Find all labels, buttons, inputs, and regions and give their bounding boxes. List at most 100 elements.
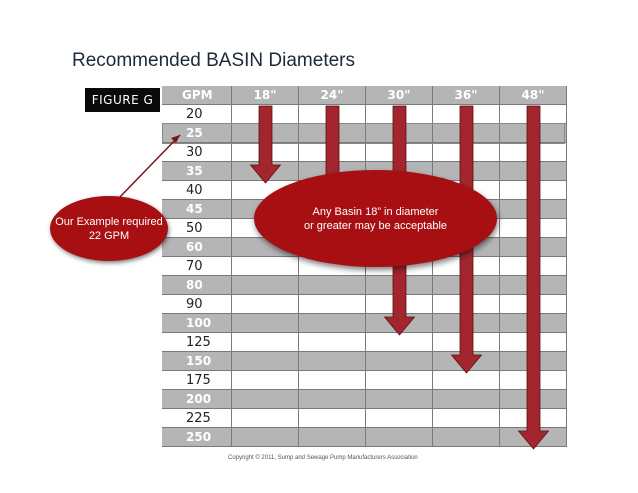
gpm-cell: 250 [162,428,232,447]
diameter-cell [500,257,567,276]
diameter-cell [366,428,433,447]
diameter-cell [366,276,433,295]
header-diameter: 18" [232,86,299,105]
gpm-cell: 20 [162,105,232,124]
diameter-cell [433,390,500,409]
diameter-cell [433,333,500,352]
diameter-cell [433,295,500,314]
diameter-cell [433,352,500,371]
diameter-cell [500,352,567,371]
diameter-cell [232,143,299,162]
gpm-cell: 50 [162,219,232,238]
diameter-cell [500,314,567,333]
diameter-cell [299,314,366,333]
diameter-cell [299,333,366,352]
diameter-cell [299,352,366,371]
diameter-cell [232,333,299,352]
example-callout-line1: Our Example required [55,215,163,228]
page-title: Recommended BASIN Diameters [72,50,355,71]
diameter-cell [232,428,299,447]
diameter-cell [500,428,567,447]
diameter-cell [299,428,366,447]
diameter-cell [366,390,433,409]
diameter-cell [433,257,500,276]
diameter-cell [232,257,299,276]
diameter-cell [500,333,567,352]
table-row: 20 [162,105,567,124]
diameter-cell [500,143,567,162]
diameter-cell [500,219,567,238]
diameter-cell [500,200,567,219]
diameter-cell [232,276,299,295]
diameter-cell [500,276,567,295]
gpm-cell: 70 [162,257,232,276]
diameter-cell [500,295,567,314]
table-row: 250 [162,428,567,447]
table-row: 150 [162,352,567,371]
diameter-cell [366,409,433,428]
figure-label: FIGURE G [85,88,160,112]
diameter-cell [433,105,500,124]
header-diameter: 30" [366,86,433,105]
diameter-cell [299,409,366,428]
gpm-cell: 125 [162,333,232,352]
gpm-cell: 60 [162,238,232,257]
diameter-cell [433,276,500,295]
table-row: 125 [162,333,567,352]
diameter-cell [366,105,433,124]
gpm-cell: 40 [162,181,232,200]
diameter-cell [433,428,500,447]
diameter-cell [299,295,366,314]
diameter-cell [299,390,366,409]
table-row: 100 [162,314,567,333]
diameter-cell [232,409,299,428]
copyright-text: Copyright © 2011, Sump and Sewage Pump M… [228,455,418,461]
diameter-cell [433,371,500,390]
example-callout-line2: 22 GPM [88,229,130,242]
diameter-cell [500,371,567,390]
basin-callout-line1: Any Basin 18” in diameter [312,205,439,218]
diameter-cell [299,276,366,295]
gpm-cell: 80 [162,276,232,295]
diameter-cell [366,295,433,314]
diameter-cell [299,143,366,162]
gpm-cell: 100 [162,314,232,333]
diameter-cell [433,143,500,162]
diameter-cell [500,105,567,124]
diameter-cell [232,162,299,181]
basin-callout-line2: or greater may be acceptable [303,219,448,232]
diameter-cell [500,390,567,409]
header-diameter: 36" [433,86,500,105]
gpm-cell: 200 [162,390,232,409]
table-row: 175 [162,371,567,390]
table-row: 225 [162,409,567,428]
diameter-cell [433,409,500,428]
header-diameter: 24" [299,86,366,105]
diameter-cell [232,105,299,124]
diameter-cell [366,352,433,371]
diameter-cell [433,314,500,333]
header-gpm: GPM [162,86,232,105]
diameter-cell [500,238,567,257]
diameter-cell [500,162,567,181]
diameter-cell [366,371,433,390]
highlighted-row-outline [162,123,565,144]
gpm-cell: 35 [162,162,232,181]
table-row: 90 [162,295,567,314]
gpm-cell: 30 [162,143,232,162]
table-row: 200 [162,390,567,409]
example-callout: Our Example required 22 GPM [50,196,168,261]
diameter-cell [232,352,299,371]
diameter-cell [366,314,433,333]
diameter-cell [232,314,299,333]
diameter-cell [232,371,299,390]
diameter-cell [232,295,299,314]
diameter-cell [299,105,366,124]
header-diameter: 48" [500,86,567,105]
diameter-cell [299,371,366,390]
gpm-cell: 45 [162,200,232,219]
diameter-cell [232,390,299,409]
diameter-cell [366,143,433,162]
basin-callout: Any Basin 18” in diameter or greater may… [254,170,497,267]
